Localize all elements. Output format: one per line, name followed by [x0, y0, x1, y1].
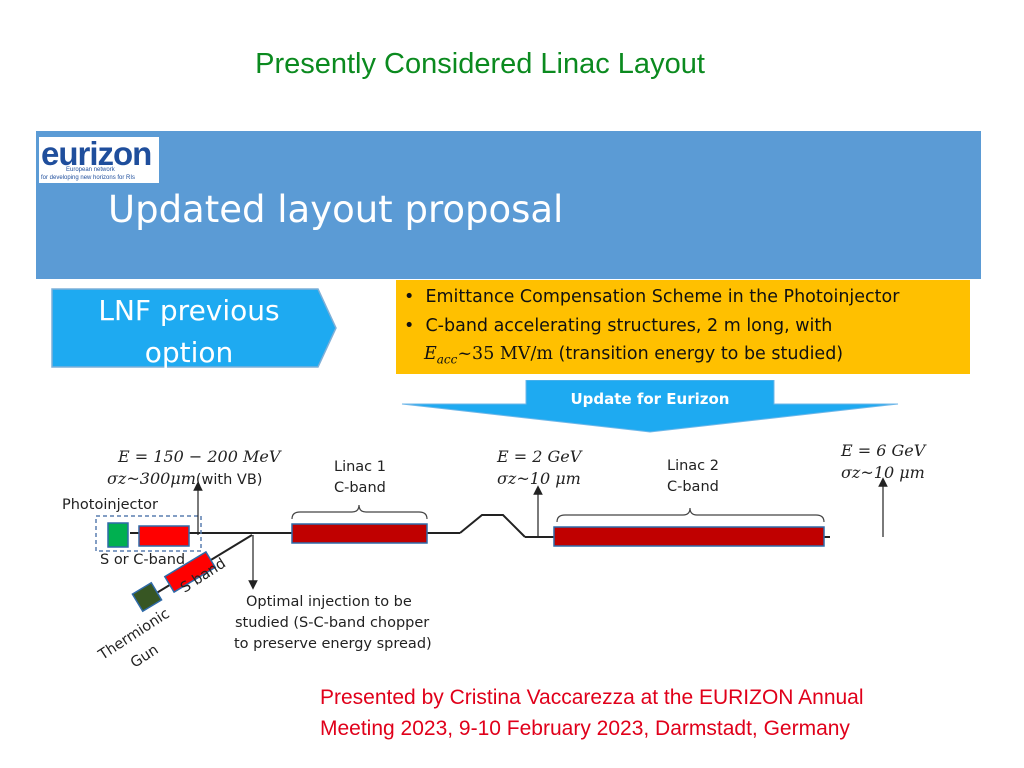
sigma2-label: σz~10 μm: [497, 469, 581, 488]
footer-line-2: Meeting 2023, 9-10 February 2023, Darmst…: [320, 717, 850, 740]
photoinjector-structure: [138, 525, 190, 547]
linac2-brace: [556, 507, 825, 523]
lnf-arrow-label: LNF previous option: [58, 290, 320, 374]
bullet-3-text: (transition energy to be studied): [558, 344, 844, 364]
bullet-3: Eacc~35 MV/m (transition energy to be st…: [424, 344, 843, 367]
header-band: [36, 131, 981, 279]
header-title: Updated layout proposal: [108, 188, 564, 231]
sigma1-value: σz~300μm: [107, 469, 196, 488]
lnf-arrow-shape: [51, 288, 337, 368]
bullet-1-text: Emittance Compensation Scheme in the Pho…: [425, 287, 900, 307]
bullet-2-text: C-band accelerating structures, 2 m long…: [425, 316, 833, 336]
linac1-label-1: Linac 1: [334, 459, 386, 475]
photoinjector-box: [95, 515, 202, 552]
injection-label-2: studied (S-C-band chopper: [235, 615, 430, 631]
eacc-symbol: E: [424, 344, 437, 364]
logo-subtitle-2: for developing new horizons for RIs: [41, 175, 136, 181]
slide-title: Presently Considered Linac Layout: [255, 48, 705, 80]
s-or-c-band-label: S or C-band: [100, 552, 186, 568]
sigma1-note: (with VB): [195, 472, 263, 488]
photoinjector-gun: [107, 522, 129, 548]
energy1-label: E = 150 − 200 MeV: [118, 447, 281, 466]
injection-label-3: to preserve energy spread): [234, 636, 432, 652]
lnf-line-2: option: [144, 336, 234, 369]
footer-line-1: Presented by Cristina Vaccarezza at the …: [320, 686, 864, 709]
linac1-brace: [291, 504, 428, 520]
footer: Presented by Cristina Vaccarezza at the …: [320, 682, 864, 744]
update-arrow-shape: [401, 380, 899, 433]
linac1-label-2: C-band: [334, 480, 386, 496]
dogleg: [459, 514, 526, 538]
bullet-2: • C-band accelerating structures, 2 m lo…: [404, 316, 833, 336]
update-arrow-label: Update for Eurizon: [570, 390, 730, 408]
photoinjector-label: Photoinjector: [62, 497, 159, 513]
thermionic-gun: [131, 581, 163, 613]
logo-subtitle-1: European network: [66, 167, 115, 173]
sigma3-label: σz~10 μm: [841, 463, 925, 482]
logo-word: eurizon: [41, 135, 152, 172]
eacc-subscript: acc: [436, 352, 458, 367]
linac1-structure: [291, 523, 428, 544]
bullet-1: • Emittance Compensation Scheme in the P…: [404, 287, 900, 307]
sigma1-label: σz~300μm(with VB): [107, 469, 262, 488]
linac2-label-1: Linac 2: [667, 458, 719, 474]
linac2-label-2: C-band: [667, 479, 719, 495]
linac2-structure: [553, 526, 825, 547]
lnf-line-1: LNF previous: [98, 294, 280, 327]
s-band-structure: [163, 550, 217, 594]
info-box: [396, 280, 970, 374]
energy2-label: E = 2 GeV: [497, 447, 582, 466]
energy3-label: E = 6 GeV: [841, 441, 926, 460]
injection-label-1: Optimal injection to be: [246, 594, 412, 610]
eacc-value: ~35 MV/m: [457, 344, 553, 364]
eurizon-logo: [39, 137, 159, 183]
